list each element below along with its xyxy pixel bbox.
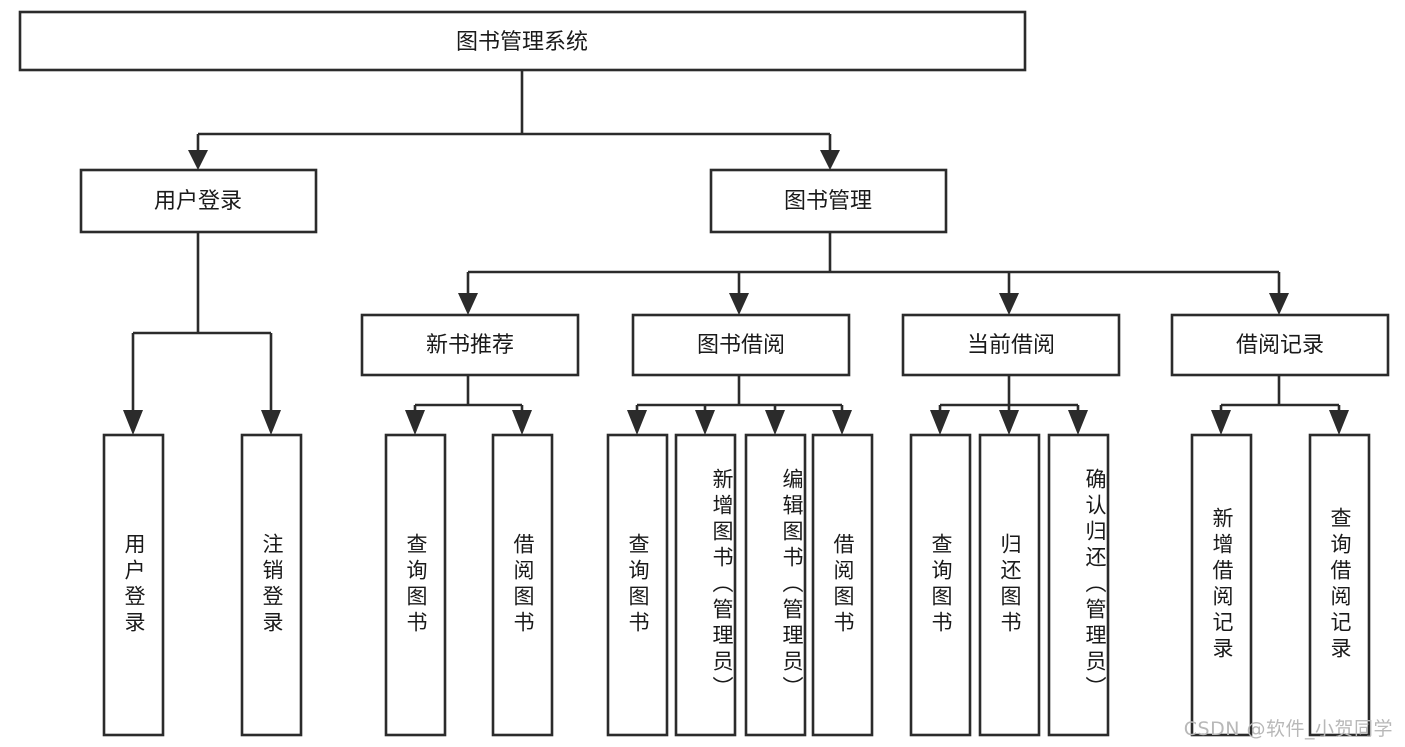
connector-borrowrecord-to-leaves <box>1211 375 1349 435</box>
arrowhead-icon <box>999 410 1019 435</box>
arrowhead-icon <box>832 410 852 435</box>
node-book-borrow[interactable] <box>631 313 851 377</box>
node-book-borrow-label: 图书借阅 <box>697 333 785 358</box>
connector-userlogin-to-leaves <box>123 232 281 435</box>
leaf-box-newbook-borrow[interactable] <box>491 433 554 737</box>
arrowhead-icon <box>695 410 715 435</box>
arrowhead-icon <box>188 150 208 170</box>
leaf-box-borrow-add[interactable] <box>674 433 737 737</box>
arrowhead-icon <box>729 293 749 315</box>
arrowhead-icon <box>765 410 785 435</box>
leaf-box-current-confirm[interactable] <box>1047 433 1110 737</box>
arrowhead-icon <box>1211 410 1231 435</box>
watermark-text: CSDN @软件_小贺同学 <box>1183 718 1393 740</box>
node-root-label: 图书管理系统 <box>456 30 588 55</box>
connector-currentborrow-to-leaves <box>930 375 1088 435</box>
node-user-login-label: 用户登录 <box>154 189 242 214</box>
arrowhead-icon <box>930 410 950 435</box>
leaf-box-borrow-query[interactable] <box>606 433 669 737</box>
arrowhead-icon <box>405 410 425 435</box>
arrowhead-icon <box>261 410 281 435</box>
leaf-box-record-add[interactable] <box>1190 433 1253 737</box>
connector-newbook-to-leaves <box>405 375 532 435</box>
connector-bookborrow-to-leaves <box>627 375 852 435</box>
arrowhead-icon <box>512 410 532 435</box>
leaf-box-newbook-query[interactable] <box>384 433 447 737</box>
node-borrow-record[interactable] <box>1170 313 1390 377</box>
arrowhead-icon <box>627 410 647 435</box>
leaf-box-borrow-lend[interactable] <box>811 433 874 737</box>
node-root[interactable] <box>18 10 1027 72</box>
node-book-management[interactable] <box>709 168 948 234</box>
arrowhead-icon <box>458 293 478 315</box>
leaf-box-current-return[interactable] <box>978 433 1041 737</box>
node-current-borrow-label: 当前借阅 <box>967 333 1055 358</box>
arrowhead-icon <box>820 150 840 170</box>
node-new-book-recommend-label: 新书推荐 <box>426 333 514 358</box>
connector-bookmgmt-to-level3 <box>458 232 1289 315</box>
leaf-box-user-login[interactable] <box>102 433 165 737</box>
node-book-management-label: 图书管理 <box>784 189 872 214</box>
arrowhead-icon <box>999 293 1019 315</box>
connector-root-to-level2 <box>188 70 840 170</box>
arrowhead-icon <box>1269 293 1289 315</box>
leaf-box-current-query[interactable] <box>909 433 972 737</box>
leaf-box-user-logout[interactable] <box>240 433 303 737</box>
node-current-borrow[interactable] <box>901 313 1121 377</box>
arrowhead-icon <box>1329 410 1349 435</box>
node-user-login[interactable] <box>79 168 318 234</box>
node-borrow-record-label: 借阅记录 <box>1236 333 1324 358</box>
leaf-box-borrow-edit[interactable] <box>744 433 807 737</box>
leaf-box-record-query[interactable] <box>1308 433 1371 737</box>
arrowhead-icon <box>1068 410 1088 435</box>
arrowhead-icon <box>123 410 143 435</box>
node-new-book-recommend[interactable] <box>360 313 580 377</box>
